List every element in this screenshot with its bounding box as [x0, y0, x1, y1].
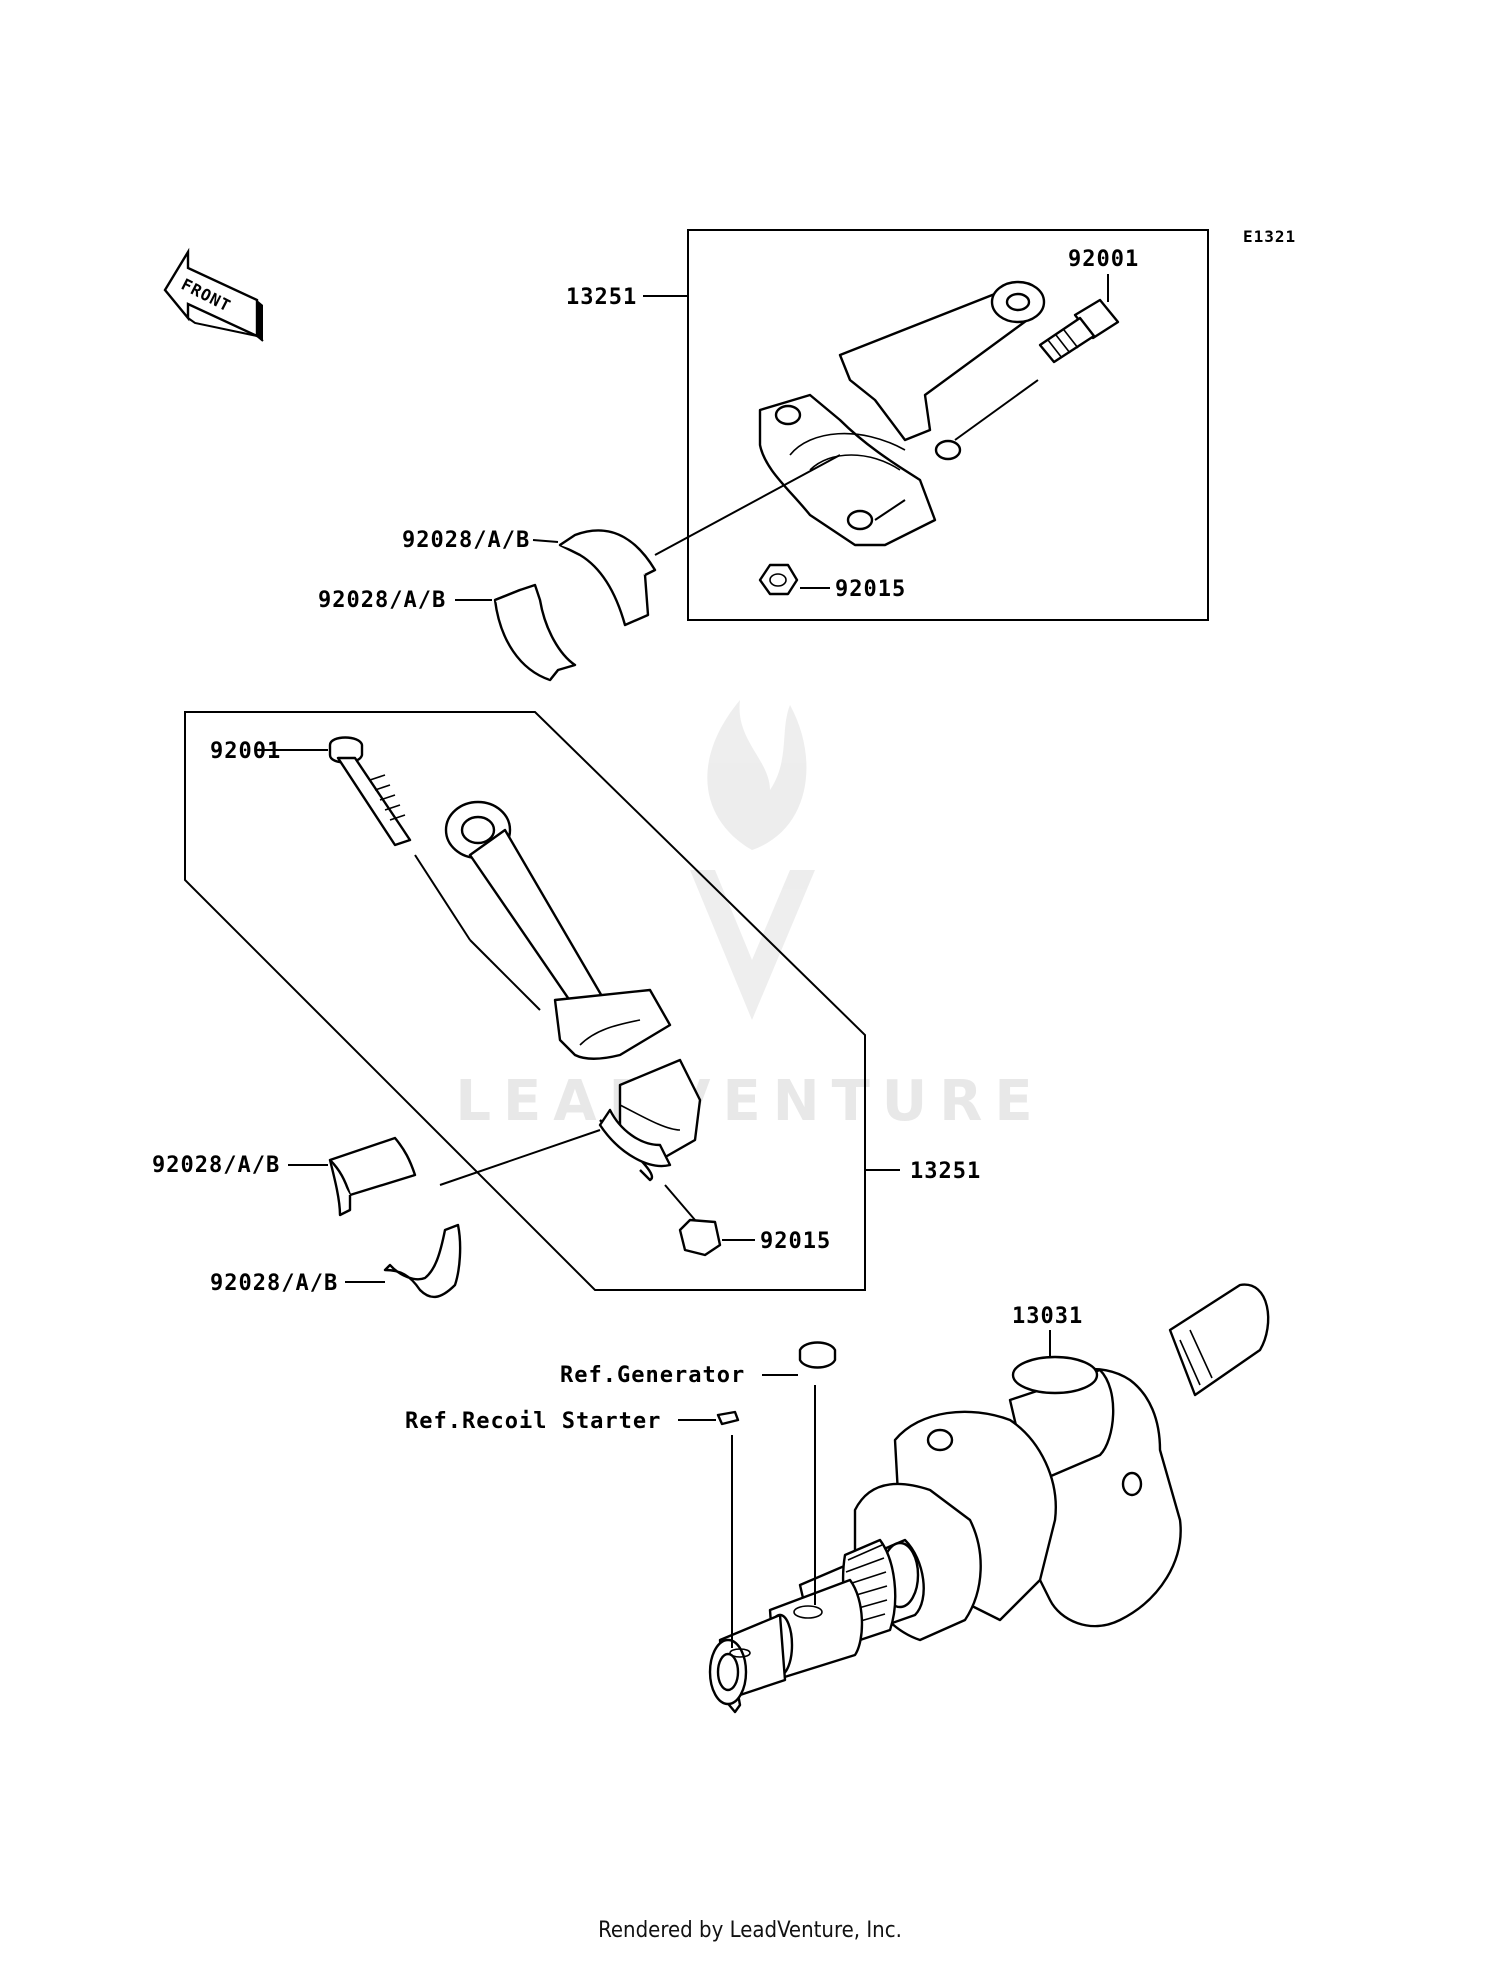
mid-assembly-box [184, 711, 866, 1291]
bolt-mid [328, 736, 412, 847]
watermark-text: LEADVENTURE [455, 1069, 1044, 1134]
callout-13251-mid[interactable]: 13251 [910, 1159, 981, 1184]
nut-mid [678, 1218, 722, 1257]
connecting-rod-top [758, 280, 1046, 547]
callout-92001-mid[interactable]: 92001 [210, 739, 281, 764]
callout-13251-top[interactable]: 13251 [566, 285, 637, 310]
callout-92001-top[interactable]: 92001 [1068, 247, 1139, 272]
bearing-shell-mid-upper [328, 1136, 417, 1217]
callout-92015-mid[interactable]: 92015 [760, 1229, 831, 1254]
nut-top [758, 563, 799, 596]
keyway-recoil [729, 1648, 751, 1658]
ref-recoil-starter-label[interactable]: Ref.Recoil Starter [405, 1409, 661, 1434]
top-assembly-box [687, 229, 1209, 621]
watermark: LEADVENTURE [455, 700, 1044, 1134]
callout-92015-top[interactable]: 92015 [835, 577, 906, 602]
crankshaft [708, 1283, 1270, 1714]
key-recoil-starter [716, 1410, 740, 1426]
callout-92028-mid-lower[interactable]: 92028/A/B [210, 1271, 338, 1296]
callout-92028-top-lower[interactable]: 92028/A/B [318, 588, 446, 613]
callout-92028-mid-upper[interactable]: 92028/A/B [152, 1153, 280, 1178]
front-arrow-icon: FRONT [163, 247, 264, 342]
bearing-shell-mid-inner [598, 1108, 672, 1168]
bolt-top [1038, 298, 1120, 364]
bearing-shell-mid-lower [383, 1223, 462, 1299]
bearing-shell-top-lower [493, 583, 577, 682]
footer-credit: Rendered by LeadVenture, Inc. [598, 1918, 902, 1943]
callout-13031[interactable]: 13031 [1012, 1304, 1083, 1329]
keyway-generator [793, 1605, 823, 1619]
bearing-shell-top-upper [558, 529, 657, 627]
diagram-code: E1321 [1243, 227, 1296, 246]
connecting-rod-mid [444, 800, 672, 1060]
ref-generator-label[interactable]: Ref.Generator [560, 1363, 745, 1388]
key-generator [798, 1341, 837, 1369]
callout-92028-top-upper[interactable]: 92028/A/B [402, 528, 530, 553]
